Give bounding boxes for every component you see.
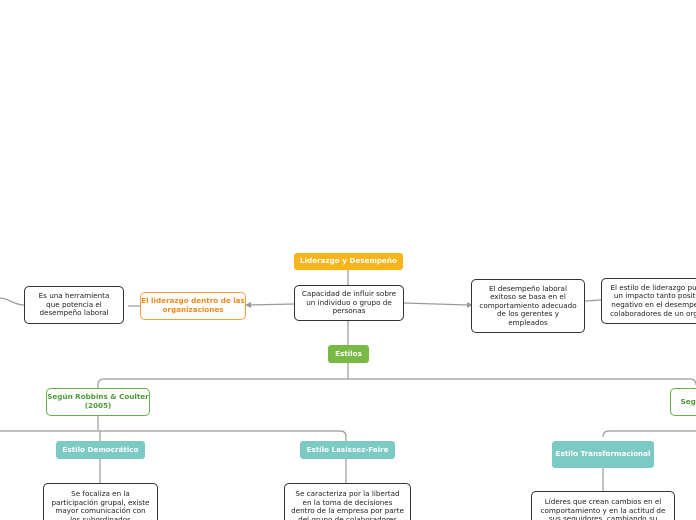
arrow-left-topic — [245, 302, 251, 308]
left-note-node[interactable]: Es una herramienta que potencia el desem… — [24, 286, 124, 324]
connector-root-right — [403, 302, 469, 306]
connector-robbins-bus — [0, 430, 347, 441]
connector-styles-bus — [97, 363, 349, 388]
laissez-node[interactable]: Estilo Lasissez-Faire — [300, 441, 395, 459]
connector-right-farright — [584, 299, 602, 302]
connector-note-offscreen — [0, 297, 25, 306]
right-author-node[interactable]: Según Bass & Avolio — [670, 388, 696, 416]
connector-transformational — [602, 430, 610, 438]
connector-root-left — [249, 303, 295, 306]
left-topic-node[interactable]: El liderazgo dentro de las organizacione… — [140, 292, 246, 320]
root-node[interactable]: Capacidad de influir sobre un individuo … — [294, 285, 404, 321]
styles-node[interactable]: Estilos — [328, 345, 369, 363]
far-right-note-node[interactable]: El estilo de liderazgo puede tener un im… — [601, 278, 696, 324]
transformational-desc-node[interactable]: Líderes que crean cambios en el comporta… — [531, 491, 675, 520]
laissez-desc-node[interactable]: Se caracteriza por la libertad en la tom… — [284, 483, 411, 520]
democratic-desc-node[interactable]: Se focaliza en la participación grupal, … — [43, 483, 158, 520]
arrow-right-note — [467, 302, 473, 308]
right-note-node[interactable]: El desempeño laboral exitoso se basa en … — [471, 279, 585, 333]
robbins-node[interactable]: Según Robbins & Coulter (2005) — [46, 388, 150, 416]
title-node[interactable]: Liderazgo y Desempeño — [294, 253, 403, 270]
transformational-node[interactable]: Estilo Transformacional — [552, 441, 654, 468]
connector-bus-right — [348, 378, 696, 386]
democratic-node[interactable]: Estilo Democrático — [56, 441, 145, 459]
